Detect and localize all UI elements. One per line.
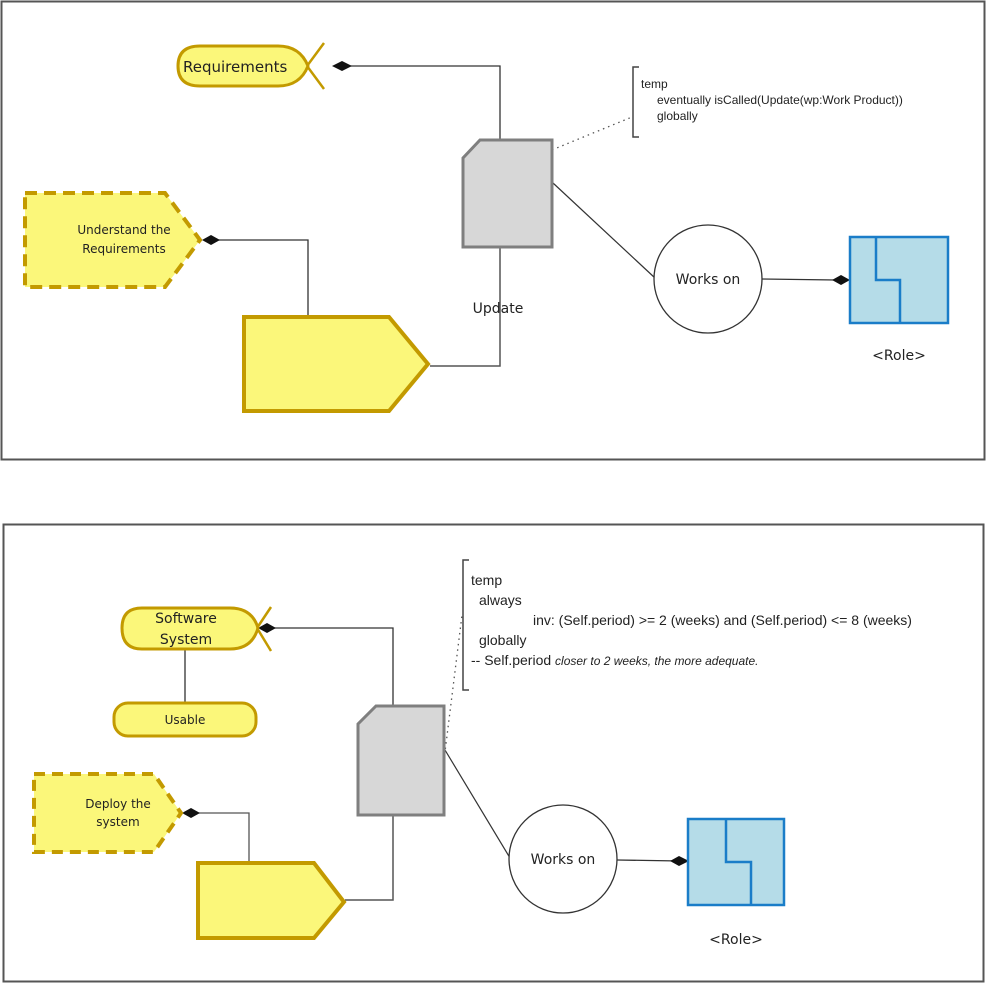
panel-frame [2,523,985,983]
note-text: temp always inv: (Self.period) >= 2 (weeks… [471,572,912,668]
goal-label-line-1: Understand the [77,223,170,237]
connector-state [340,65,501,140]
connector-role [616,859,681,862]
note-bracket [462,559,469,691]
diamond-icon [670,856,689,866]
connector-task [345,813,394,901]
state-label-line-2: System [160,632,212,648]
state-label: Requirements [183,58,287,76]
relation-node[interactable]: Works on [508,804,618,914]
connector-role [761,278,837,281]
goal-label-line-1: Deploy the [85,797,151,811]
diagram-panel-1: Requirements Understand the Requirements… [0,0,986,461]
task-shape [196,861,347,940]
substate-node[interactable]: Usable [112,701,258,738]
task-node[interactable] [196,861,347,940]
work-product-node[interactable]: Update [461,138,554,317]
note-link [443,614,463,761]
relation-node[interactable]: Works on [653,224,763,334]
note-line: temp [471,572,502,588]
goal-label-line-2: system [96,815,139,829]
goal-label-line-2: Requirements [82,242,165,256]
work-product-shape [356,704,446,817]
connector-goal [212,239,309,317]
connector-relation [444,749,511,859]
goal-node[interactable]: Deploy the system [32,772,184,854]
connector-state [268,627,394,706]
substate-shape [112,701,258,738]
relation-label: Works on [676,272,741,288]
connector-goal [192,812,250,863]
role-divider [874,237,902,323]
state-shape [120,606,260,651]
role-node[interactable]: <Role> [686,817,786,948]
substate-label: Usable [165,713,206,727]
constraint-note[interactable]: temp always inv: (Self.period) >= 2 (weeks… [462,559,912,691]
task-node[interactable] [242,315,431,413]
constraint-note[interactable]: temp eventually isCalled(Update(wp:Work P… [632,66,903,138]
work-product-node[interactable] [356,704,446,817]
relation-shape [508,804,618,914]
diagram-panel-2: Software System Usable Deploy the system… [2,523,985,983]
note-line: always [479,592,522,608]
relation-label: Works on [531,852,596,868]
relation-shape [653,224,763,334]
diamond-icon [182,808,200,818]
state-node[interactable]: Requirements [176,42,326,90]
role-label: <Role> [709,932,763,948]
diamond-icon [832,275,850,285]
note-bracket [632,66,639,138]
state-prong [305,65,326,90]
note-line: inv: (Self.period) >= 2 (weeks) and (Sel… [533,612,912,628]
work-product-label: Update [473,301,524,317]
role-divider [724,819,753,905]
role-label: <Role> [872,348,926,364]
state-prong [305,42,326,67]
goal-shape [32,772,184,854]
note-line: -- Self.period closer to 2 weeks, the mo… [471,652,759,668]
connector-task [430,248,501,367]
diamond-icon [332,61,352,71]
state-prong [255,627,273,652]
work-product-shape [461,138,554,249]
state-label-line-1: Software [155,611,217,627]
state-shape [176,44,310,88]
goal-shape [23,191,203,289]
role-node[interactable]: <Role> [848,235,950,364]
note-text: temp eventually isCalled(Update(wp:Work P… [641,77,903,123]
task-shape [242,315,431,413]
connector-relation [552,182,656,279]
note-line: globally [479,632,526,648]
diamond-icon [258,623,276,633]
state-prong [255,606,273,629]
note-line: temp [641,77,668,91]
note-line: eventually isCalled(Update(wp:Work Produ… [657,93,903,107]
note-line: globally [657,109,698,123]
goal-node[interactable]: Understand the Requirements [23,191,203,289]
state-node[interactable]: Software System [120,606,273,652]
diamond-icon [202,235,220,245]
